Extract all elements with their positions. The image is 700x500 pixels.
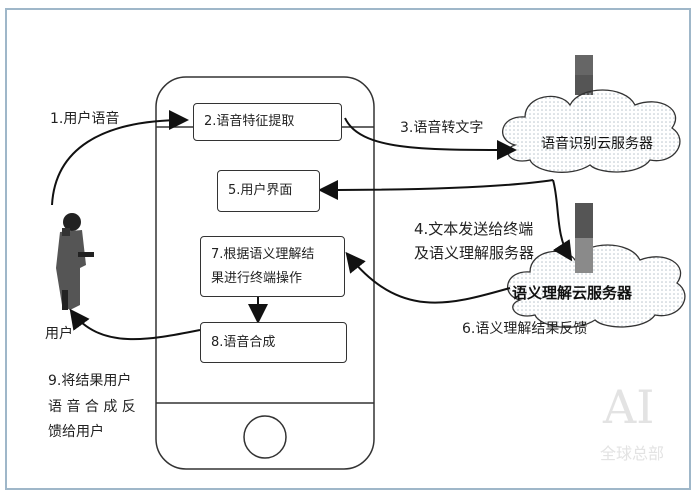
step-8-box: 8.语音合成 [200,322,347,363]
user-label: 用户 [45,326,73,342]
step-9-line2: 语 音 合 成 反 [48,399,136,415]
arrow-4 [552,179,573,262]
user-figure-icon [56,213,94,310]
step-7-box: 7.根据语义理解结 果进行终端操作 [200,236,345,297]
watermark-logo: AI [603,380,655,434]
arrow-6 [345,251,511,304]
flow-arrows [51,110,573,341]
step-6-label: 6.语义理解结果反馈 [462,321,588,337]
home-button-icon [243,415,287,459]
step-1-label: 1.用户语音 [50,111,120,127]
step-3-label: 3.语音转文字 [400,120,484,136]
step-7-line2: 果进行终端操作 [211,270,303,286]
arrow-9 [69,308,201,341]
semantic-cloud-label: 语义理解云服务器 [512,284,633,302]
arrow-1 [51,110,189,206]
step-7-line1: 7.根据语义理解结 [211,246,315,262]
arrow-5 [318,179,554,200]
watermark-text: 全球总部 [600,444,665,463]
semantic-cloud-server-icon [507,203,686,328]
step-4-label-line2: 及语义理解服务器 [414,244,535,262]
step-9-line1: 9.将结果用户 [48,373,132,389]
diagram-frame [5,8,691,490]
speech-cloud-label: 语音识别云服务器 [541,136,653,152]
step-4-label-line1: 4.文本发送给终端 [414,220,534,238]
step-9-line3: 馈给用户 [48,424,104,440]
step-5-box: 5.用户界面 [217,170,320,212]
speech-cloud-server-icon [502,55,681,173]
step-2-box: 2.语音特征提取 [193,103,342,141]
arrow-3 [344,117,517,160]
